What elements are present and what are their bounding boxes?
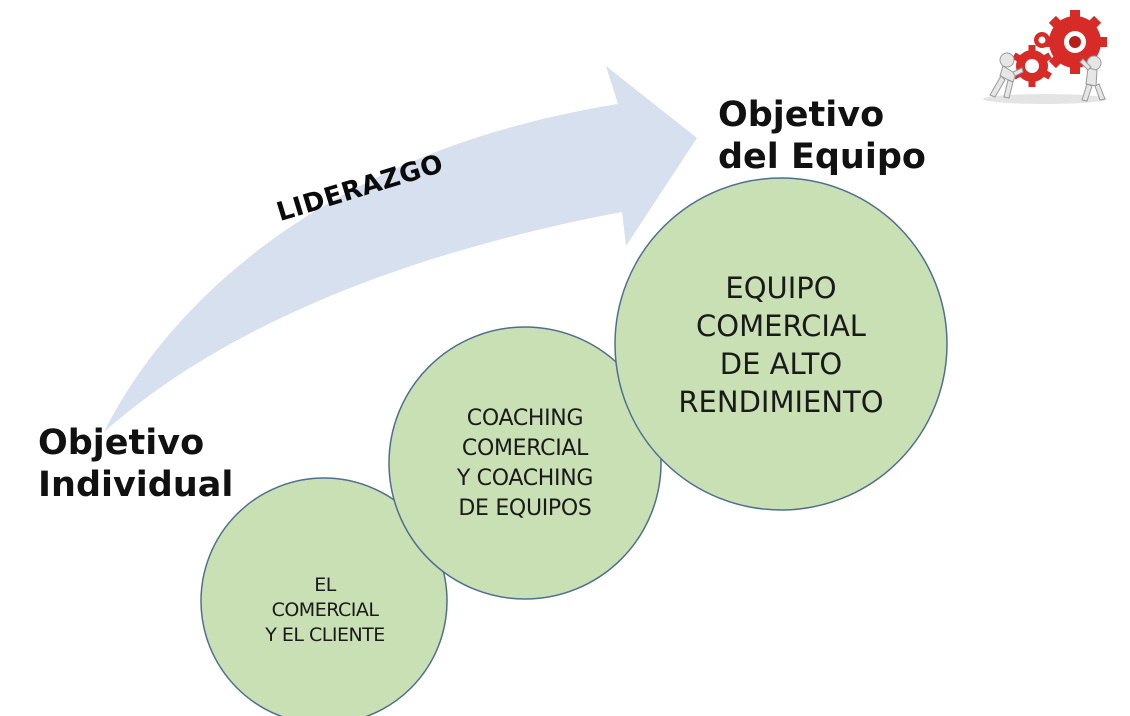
circle-text-line: DE EQUIPOS	[458, 496, 592, 521]
end-label: Objetivo del Equipo	[718, 94, 926, 178]
start-label-line2: Individual	[38, 465, 234, 505]
circle-coaching-text: COACHING COMERCIAL Y COACHING DE EQUIPOS	[388, 337, 662, 591]
circle-team	[614, 177, 948, 511]
circle-text-line: Y EL CLIENTE	[265, 623, 385, 646]
start-label: Objetivo Individual	[38, 422, 233, 506]
circle-text-line: DE ALTO	[719, 347, 843, 381]
end-label-line2: del Equipo	[718, 137, 926, 177]
circle-text-line: EQUIPO	[725, 271, 837, 305]
circle-text-line: RENDIMIENTO	[678, 385, 884, 419]
leadership-arrow	[104, 66, 697, 432]
circle-text-line: EL	[314, 573, 336, 596]
circle-text-line: COMERCIAL	[461, 436, 589, 461]
circle-text-line: COMERCIAL	[696, 309, 866, 343]
circle-individual	[200, 477, 448, 716]
circle-individual-text: EL COMERCIAL Y EL CLIENTE	[200, 522, 450, 698]
circle-text-line: Y COACHING	[456, 466, 594, 491]
end-label-line1: Objetivo	[718, 95, 885, 135]
circle-text-line: COACHING	[466, 406, 584, 431]
circle-coaching	[388, 326, 662, 600]
circle-team-text: EQUIPO COMERCIAL DE ALTO RENDIMIENTO	[615, 180, 947, 510]
figures-pushing-gears-icon	[983, 10, 1107, 104]
start-label-line1: Objetivo	[38, 423, 205, 463]
circle-text-line: COMERCIAL	[271, 598, 379, 621]
